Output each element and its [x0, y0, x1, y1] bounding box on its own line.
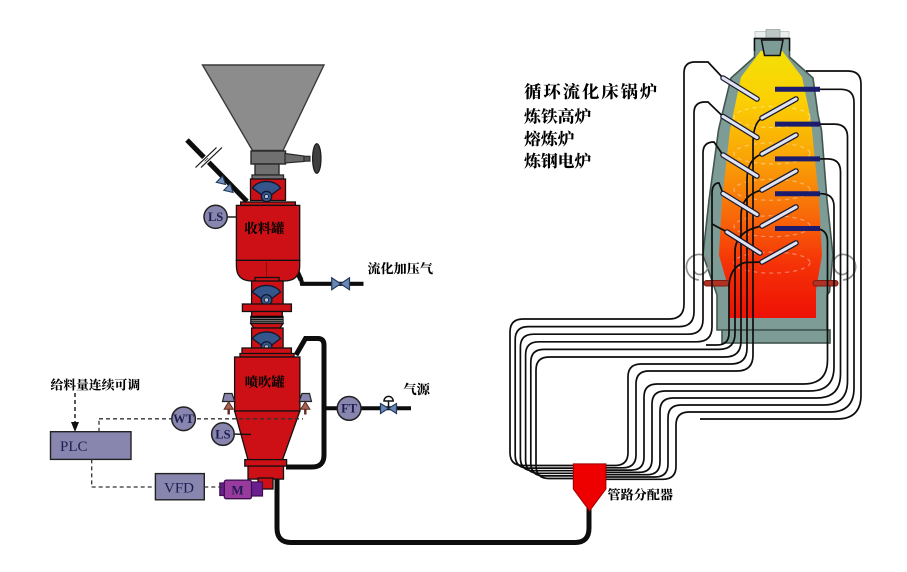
svg-text:LS: LS [208, 210, 223, 224]
svg-text:VFD: VFD [164, 481, 194, 497]
svg-text:WT: WT [173, 412, 195, 426]
svg-text:M: M [231, 483, 243, 498]
svg-text:LS: LS [215, 427, 230, 441]
svg-text:PLC: PLC [60, 439, 88, 455]
svg-text:FT: FT [341, 402, 358, 416]
